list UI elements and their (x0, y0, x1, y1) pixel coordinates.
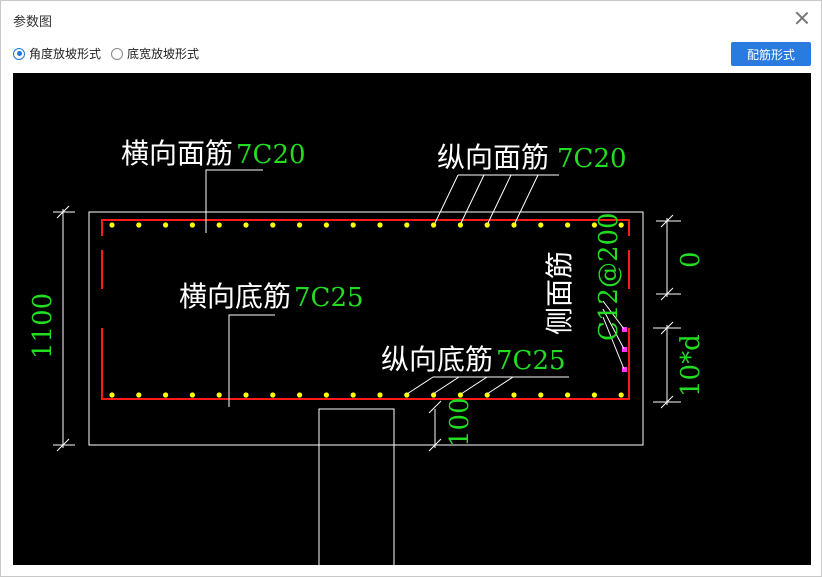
leader-bot-long-3 (460, 376, 488, 395)
rebar-dot (591, 392, 598, 398)
top-transverse-spec: 7C20 (236, 140, 306, 170)
top-rebar-line (101, 219, 630, 236)
radio-angle-slope[interactable]: 角度放坡形式 (13, 45, 101, 62)
side-rebar-dots (622, 327, 627, 372)
dim-top-offset-text: 0 (676, 251, 706, 268)
leader-bottom-transverse (228, 314, 275, 407)
dialog-title: 参数图 (13, 14, 53, 29)
leader-side-1 (602, 300, 625, 330)
rebar-dot (163, 392, 169, 398)
rebar-dot (136, 222, 142, 228)
rebar-dot (109, 222, 115, 228)
rebar-dot (565, 392, 571, 398)
rebar-dot (270, 392, 276, 398)
rebar-dot (377, 222, 383, 228)
leader-bot-long-4 (486, 376, 514, 395)
rebar-dot (457, 222, 463, 228)
leader-side-3 (602, 316, 625, 370)
leader-side-2 (602, 308, 625, 350)
rebar-dot (189, 392, 195, 398)
rebar-dot (243, 222, 249, 228)
rebar-dot (350, 392, 356, 398)
leader-top-long-2 (460, 174, 485, 224)
rebar-dot (618, 222, 624, 228)
rebar-dot (404, 222, 410, 228)
rebar-dot (538, 392, 544, 398)
radio-checked-icon (13, 47, 25, 60)
radio-bottom-width-slope[interactable]: 底宽放坡形式 (111, 45, 199, 62)
side-bar-spec: C12@200 (594, 212, 624, 341)
slope-mode-options: 角度放坡形式 底宽放坡形式 (1, 41, 821, 67)
title-bar: 参数图 (1, 1, 821, 37)
dim-cover-text: 100 (445, 397, 475, 447)
rebar-dot (216, 222, 222, 228)
rebar-dot (270, 222, 276, 228)
side-dot (622, 347, 627, 352)
bottom-rebar-dots (109, 392, 624, 398)
rebar-cage (101, 219, 630, 400)
rebar-dot (297, 392, 303, 398)
rebar-dot (350, 222, 356, 228)
side-bar-name: 侧面筋 (543, 251, 576, 335)
rebar-dot (511, 222, 517, 228)
top-longitudinal-spec: 7C20 (557, 144, 627, 174)
rebar-dot (109, 392, 115, 398)
bottom-longitudinal-name: 纵向底筋 (381, 343, 493, 376)
rebar-dot (136, 392, 142, 398)
rebar-dot (377, 392, 383, 398)
rebar-form-button[interactable]: 配筋形式 (731, 42, 811, 66)
rebar-dot (243, 392, 249, 398)
dim-anchor-text: 10*d (676, 334, 706, 397)
rebar-dot (431, 392, 437, 398)
top-rebar-dots (109, 222, 624, 228)
leader-lines (205, 169, 625, 407)
rebar-dot (538, 222, 544, 228)
rebar-dot (565, 222, 571, 228)
leader-bot-long-2 (432, 376, 460, 395)
rebar-dot (216, 392, 222, 398)
rebar-dot (511, 392, 517, 398)
radio-bottom-width-slope-label: 底宽放坡形式 (127, 47, 200, 61)
rebar-dot (618, 392, 624, 398)
top-transverse-name: 横向面筋 (121, 137, 233, 170)
leader-top-transverse (205, 169, 263, 233)
bottom-longitudinal-spec: 7C25 (496, 346, 566, 376)
leader-top-long-3 (487, 174, 512, 224)
rebar-dot (323, 222, 329, 228)
cap-outline (88, 211, 644, 446)
bottom-rebar-line (101, 328, 630, 400)
dim-height-text: 1100 (28, 293, 58, 359)
dimension-lines (53, 205, 681, 452)
column-outline (318, 408, 395, 565)
bottom-transverse-spec: 7C25 (294, 283, 364, 313)
leader-top-long-4 (514, 174, 539, 224)
top-longitudinal-name: 纵向面筋 (437, 141, 549, 174)
rebar-dot (484, 392, 490, 398)
rebar-dot (323, 392, 329, 398)
leader-top-long-1 (434, 174, 459, 224)
rebar-dot (484, 222, 490, 228)
close-icon[interactable] (793, 9, 811, 27)
rebar-dot (189, 222, 195, 228)
rebar-dot (297, 222, 303, 228)
side-dot (622, 327, 627, 332)
rebar-dot (591, 222, 598, 228)
radio-unchecked-icon (111, 47, 123, 60)
label-top-longitudinal: 纵向面筋 7C20 (437, 141, 627, 174)
rebar-dot (163, 222, 169, 228)
rebar-dot (431, 222, 437, 228)
side-dot (622, 367, 627, 372)
bottom-transverse-name: 横向底筋 (179, 280, 291, 313)
radio-angle-slope-label: 角度放坡形式 (29, 47, 102, 61)
leader-bot-long-1 (406, 376, 434, 395)
